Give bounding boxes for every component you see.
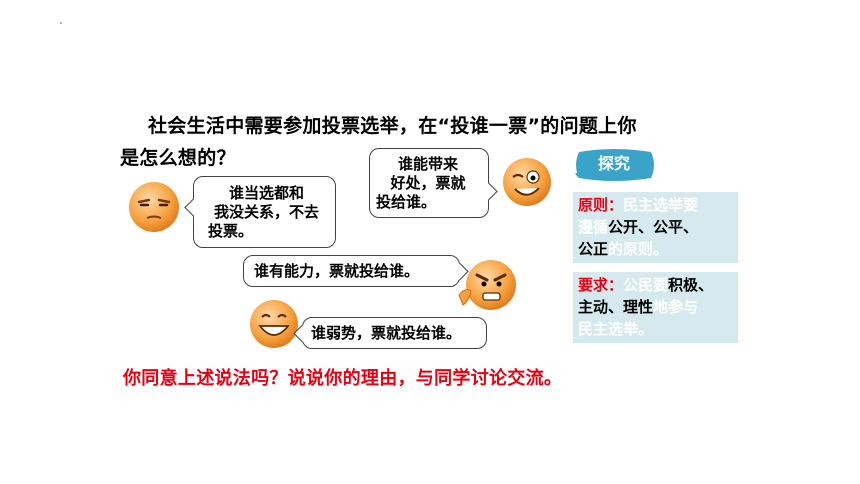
- principle-faded-text: 的原则。: [608, 240, 669, 258]
- principle-heading: 原则：: [578, 196, 624, 214]
- requirement-faded-text: 民主选举。: [578, 320, 654, 338]
- winking-face-icon: [503, 158, 551, 206]
- smiling-face-icon: [250, 300, 298, 348]
- principle-keywords: 公开、公平、: [608, 218, 699, 236]
- angry-face-icon: [458, 260, 516, 310]
- requirement-keywords: 主动、理性: [578, 298, 654, 316]
- principle-faded-text: 民主选举要: [623, 196, 699, 214]
- requirement-faded-text: 地参与: [653, 298, 699, 316]
- question-text: 社会生活中需要参加投票选举，在“投谁一票”的问题上你 是怎么想的？: [120, 110, 720, 174]
- bubble-line: 谁能带来: [397, 155, 458, 173]
- bubble-line: 投票。: [208, 222, 254, 240]
- question-line-1: 社会生活中需要参加投票选举，在“投谁一票”的问题上你: [148, 115, 637, 137]
- principle-faded-text: 遵循: [578, 218, 609, 236]
- speech-bubble-weak: 谁弱势，票就投给谁。: [293, 317, 487, 349]
- explore-label: 探究: [597, 154, 630, 173]
- explore-badge: 探究: [573, 148, 655, 182]
- requirement-keywords: 积极、: [668, 276, 714, 294]
- annoyed-face-icon: [129, 182, 179, 232]
- bubble-text: 谁弱势，票就投给谁。: [311, 324, 462, 342]
- requirement-faded-text: 公民要: [623, 276, 669, 294]
- principle-panel: 原则：民主选举要 遵循公开、公平、 公正的原则。: [573, 192, 738, 263]
- bubble-line: 我没关系，不去: [213, 203, 319, 221]
- principle-keywords: 公正: [578, 240, 609, 258]
- decorative-dot: [60, 22, 62, 24]
- question-line-2: 是怎么想的？: [120, 147, 236, 169]
- bubble-text: 谁有能力，票就投给谁。: [254, 262, 420, 280]
- bubble-line: 投给谁。: [376, 193, 437, 211]
- requirement-heading: 要求：: [578, 276, 624, 294]
- requirement-panel: 要求：公民要积极、 主动、理性地参与 民主选举。: [573, 272, 738, 343]
- bubble-line: 谁当选都和: [228, 184, 304, 202]
- speech-bubble-indifferent: 谁当选都和 我没关系，不去 投票。: [184, 176, 336, 248]
- speech-bubble-ability: 谁有能力，票就投给谁。: [243, 255, 469, 287]
- discussion-prompt: 你同意上述说法吗？说说你的理由，与同学讨论交流。: [123, 368, 563, 389]
- bubble-line: 好处，票就: [390, 174, 466, 192]
- explore-badge-shape: [575, 149, 654, 181]
- speech-bubble-benefit: 谁能带来 好处，票就 投给谁。: [369, 148, 498, 218]
